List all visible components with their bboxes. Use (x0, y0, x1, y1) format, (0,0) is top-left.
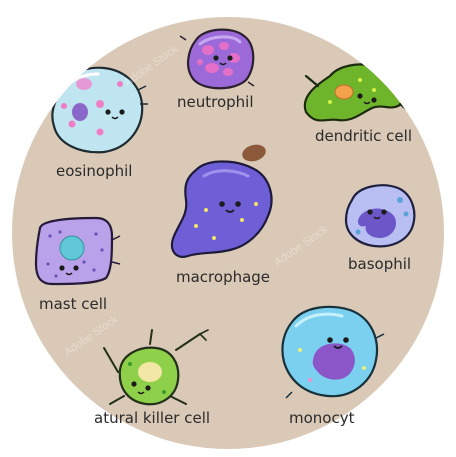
phagocytosed-particle (242, 144, 266, 162)
eosinophil-cell (51, 66, 148, 154)
natural-killer-cell (103, 329, 209, 406)
monocyte-cell (281, 305, 385, 399)
label-monocyte: monocyt (289, 409, 355, 427)
label-basophil: basophil (348, 255, 412, 273)
label-eosinophil: eosinophil (56, 162, 133, 180)
neutrophil-cell (179, 28, 255, 90)
mast-cell (34, 216, 121, 286)
basophil-cell (344, 184, 416, 248)
label-macrophage: macrophage (176, 268, 271, 286)
label-mast-cell: mast cell (39, 295, 108, 313)
label-natural-killer-cell: atural killer cell (94, 409, 211, 427)
macrophage-cell (170, 144, 273, 258)
label-neutrophil: neutrophil (177, 93, 254, 111)
label-dendritic-cell: dendritic cell (315, 127, 412, 145)
